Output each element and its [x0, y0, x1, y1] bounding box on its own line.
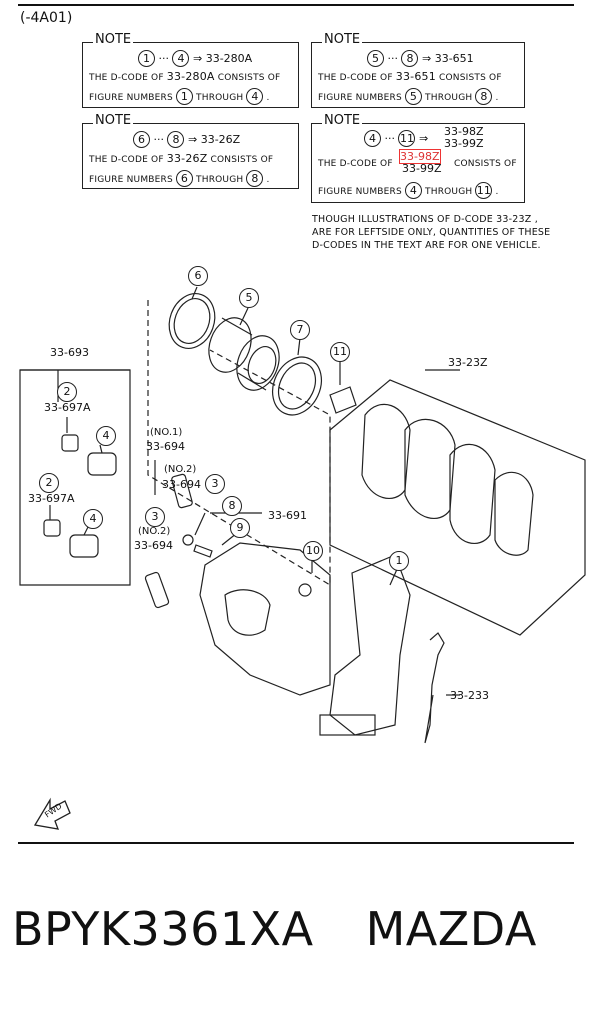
note-range: 4 ··· 11 ⇒ [364, 130, 428, 147]
retaining-clip [329, 386, 357, 414]
group-outline-dashed [147, 300, 331, 587]
piston-seal-ring [168, 293, 216, 349]
callout-5[interactable]: 5 [239, 288, 259, 308]
note-title: NOTE [93, 32, 134, 47]
note-line2: FIGURE NUMBERS 1 THROUGH 4 . [89, 88, 270, 105]
label-no2: (NO.2) [164, 464, 197, 475]
note-line1: THE D-CODE OF 33-651 CONSISTS OF [318, 70, 502, 83]
brake-caliper-exploded-view [19, 286, 586, 830]
note-title: NOTE [322, 32, 363, 47]
figure-number: 1 [138, 50, 155, 67]
bushing-large [87, 452, 117, 476]
note-line2: FIGURE NUMBERS 4 THROUGH 11 . [318, 182, 499, 199]
guide-pin-no2 [144, 571, 170, 609]
label-no1: (NO.1) [150, 427, 183, 438]
callout-4[interactable]: 4 [96, 426, 116, 446]
note-title: NOTE [322, 113, 363, 128]
bleeder-screw [193, 544, 213, 558]
code-33-694[interactable]: 33-694 [146, 440, 185, 453]
callout-11[interactable]: 11 [330, 342, 350, 362]
disclaimer-line: ARE FOR LEFTSIDE ONLY, QUANTITIES OF THE… [312, 227, 551, 238]
note-line1b: CONSISTS OF [454, 159, 517, 169]
callout-3[interactable]: 3 [205, 474, 225, 494]
bleeder-cap [182, 534, 194, 546]
forward-direction-arrow [33, 797, 71, 830]
disclaimer-line: THOUGH ILLUSTRATIONS OF D-CODE 33-23Z , [312, 214, 538, 225]
bracket-mount [319, 714, 376, 736]
brake-pad-backing [404, 418, 456, 519]
note-line2: FIGURE NUMBERS 5 THROUGH 8 . [318, 88, 499, 105]
bottom-rule [18, 842, 574, 844]
code-33-697a[interactable]: 33-697A [44, 401, 91, 414]
disclaimer-text: THOUGH ILLUSTRATIONS OF D-CODE 33-23Z , … [312, 213, 562, 252]
code-33-693[interactable]: 33-693 [50, 346, 89, 359]
code-33-23z[interactable]: 33-23Z [448, 356, 488, 369]
note-range: 1 ··· 4 ⇒ 33-280A [138, 50, 252, 67]
note-range: 6 ··· 8 ⇒ 33-26Z [133, 131, 240, 148]
brake-pad-outer [361, 403, 411, 499]
note-title: NOTE [93, 113, 134, 128]
footer-caption: BPYK3361XA MAZDA [12, 902, 537, 956]
code-33-697a[interactable]: 33-697A [28, 492, 75, 505]
note-range: 5 ··· 8 ⇒ 33-651 [367, 50, 474, 67]
callout-2[interactable]: 2 [39, 473, 59, 493]
highlighted-code[interactable]: 33-98Z [399, 149, 441, 164]
note-line1: THE D-CODE OF 33-280A CONSISTS OF [89, 70, 281, 83]
code-33-694[interactable]: 33-694 [134, 539, 173, 552]
note-target-code: 33-280A [205, 52, 253, 65]
callout-3[interactable]: 3 [145, 507, 165, 527]
disclaimer-line: D-CODES IN THE TEXT ARE FOR ONE VEHICLE. [312, 240, 541, 251]
caliper-bracket [329, 554, 411, 736]
note-line2: FIGURE NUMBERS 6 THROUGH 8 . [89, 170, 270, 187]
callout-9[interactable]: 9 [230, 518, 250, 538]
bushing-small [43, 519, 61, 537]
piston [208, 317, 252, 373]
callout-6[interactable]: 6 [188, 266, 208, 286]
callout-1[interactable]: 1 [389, 551, 409, 571]
bushing-large [69, 534, 99, 558]
note-box-3: NOTE 6 ··· 8 ⇒ 33-26Z THE D-CODE OF 33-2… [82, 114, 299, 189]
callout-2[interactable]: 2 [57, 382, 77, 402]
figure-number: 4 [172, 50, 190, 67]
top-rule [18, 4, 574, 6]
anti-rattle-spring [424, 632, 445, 744]
callout-10[interactable]: 10 [303, 541, 323, 561]
note-box-2: NOTE 5 ··· 8 ⇒ 33-651 THE D-CODE OF 33-6… [311, 33, 525, 108]
note-box-1: NOTE 1 ··· 4 ⇒ 33-280A THE D-CODE OF 33-… [82, 33, 299, 108]
variant-code: (-4A01) [20, 10, 73, 26]
code-33-691[interactable]: 33-691 [268, 509, 307, 522]
brake-pad-inner [494, 471, 534, 556]
caliper-body [199, 542, 331, 696]
shim-plate [449, 443, 496, 544]
code-33-694[interactable]: 33-694 [162, 478, 201, 491]
note-line1: THE D-CODE OF [318, 159, 393, 169]
note-line1: THE D-CODE OF 33-26Z CONSISTS OF [89, 152, 274, 165]
callout-8[interactable]: 8 [222, 496, 242, 516]
guide-pin-no1 [171, 473, 193, 509]
brake-pad-set-outline [329, 379, 586, 636]
bushing-small [61, 434, 79, 452]
callout-7[interactable]: 7 [290, 320, 310, 340]
dust-boot [272, 356, 322, 416]
code-33-233[interactable]: 33-233 [450, 689, 489, 702]
label-no2: (NO.2) [138, 526, 171, 537]
callout-4[interactable]: 4 [83, 509, 103, 529]
brand-name: MAZDA [365, 902, 537, 956]
part-number: BPYK3361XA [12, 902, 314, 956]
